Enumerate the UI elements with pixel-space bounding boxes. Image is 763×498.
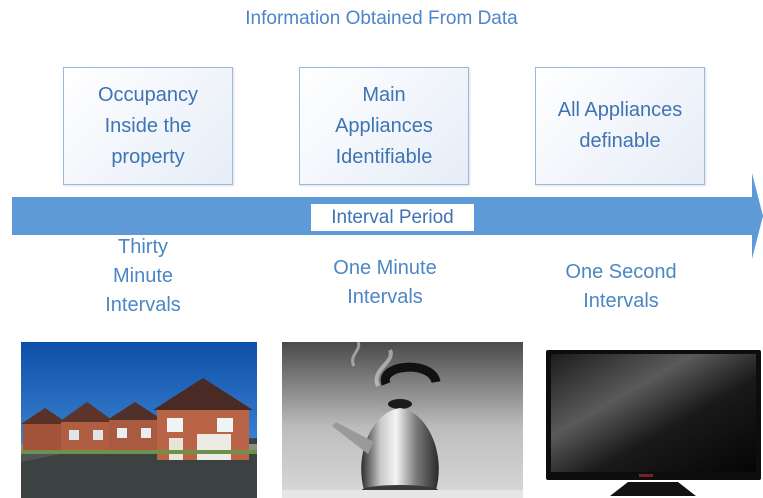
kettle-photo [282, 342, 523, 498]
interval-one-minute: One Minute Intervals [333, 257, 437, 308]
info-box-occupancy: Occupancy Inside the property [63, 67, 233, 185]
info-box-main-appliances: Main Appliances Identifiable [299, 67, 469, 185]
diagram-heading: Information Obtained From Data [245, 8, 518, 29]
houses-photo [21, 342, 257, 498]
interval-period-label: Interval Period [311, 204, 474, 231]
interval-thirty-minute: Thirty Minute Intervals [105, 236, 181, 316]
info-box-all-appliances: All Appliances definable [535, 67, 705, 185]
interval-one-second: One Second Intervals [565, 261, 677, 312]
television-photo [538, 342, 763, 498]
